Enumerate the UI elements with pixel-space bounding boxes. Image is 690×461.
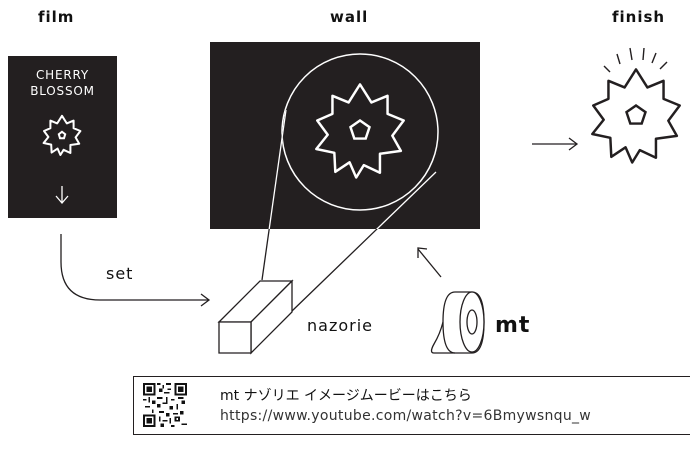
film-card-line1: CHERRY [35, 68, 90, 82]
qr-code-icon[interactable] [143, 383, 187, 427]
arrow-up-left-icon [417, 247, 442, 278]
tape-roll-icon [430, 291, 485, 354]
wall-magnify-circle [281, 53, 439, 211]
nazorie-tool-icon [217, 279, 294, 355]
sparkle-lines-icon [603, 47, 668, 73]
film-card-line2: BLOSSOM [30, 84, 95, 98]
finish-blossom-icon [591, 68, 681, 164]
film-label: film [38, 8, 75, 26]
wall-label: wall [330, 8, 369, 26]
film-down-arrow-icon [55, 186, 69, 204]
video-info-box: mt ナゾリエ イメージムービーはこちら https://www.youtube… [133, 376, 690, 435]
video-title: mt ナゾリエ イメージムービーはこちら [220, 388, 472, 404]
nazorie-label: nazorie [307, 316, 373, 335]
arrow-right-icon [532, 137, 579, 151]
set-label: set [106, 264, 134, 283]
set-arrow-icon [60, 234, 211, 307]
film-blossom-icon [42, 114, 82, 157]
wall-panel [210, 42, 480, 229]
video-url-link[interactable]: https://www.youtube.com/watch?v=6Bmywsnq… [220, 408, 592, 424]
finish-label: finish [612, 8, 666, 26]
mt-label: mt [495, 313, 531, 338]
wall-blossom-icon [315, 83, 405, 179]
film-card-text: CHERRY BLOSSOM [8, 67, 117, 99]
